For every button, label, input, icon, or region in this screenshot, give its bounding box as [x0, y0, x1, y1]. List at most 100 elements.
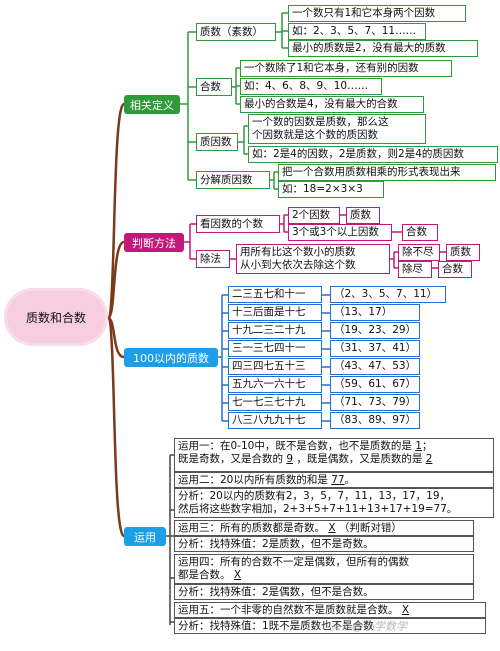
usage-one-question-3: ，既是偶数，又是质数的是 — [296, 453, 423, 465]
not-divisible-node: 除不尽 — [398, 244, 440, 261]
usage-five: 运用五：一个非零的自然数不是质数就是合数。 X — [174, 602, 486, 618]
factorize-example: 如：18=2×3×3 — [278, 181, 384, 198]
usage-four-question: 运用四：所有的合数不一定是偶数，但所有的偶数 — [178, 556, 409, 568]
prime-group: （31、37、41） — [330, 340, 420, 357]
count-factors-method: 看因数的个数 — [196, 215, 280, 233]
prime-definition-node: 质数（素数） — [196, 23, 276, 41]
prime-group: （83、89、97） — [330, 412, 420, 429]
usage-two-analysis-line: 分析：20以内的质数有2，3，5，7，11，13，17，19， — [178, 490, 451, 502]
divisible-node: 除尽 — [398, 261, 432, 278]
branch-judge-label: 判断方法 — [132, 236, 176, 250]
usage-five-answer: X — [401, 604, 410, 616]
composite-result-label: 合数 — [406, 226, 427, 238]
prime-rhyme: 二三五七和十一 — [228, 286, 322, 303]
prime-group: （19、23、29） — [330, 322, 420, 339]
prime-item: 一个数只有1和它本身两个因数 — [288, 5, 466, 22]
prime-result-node: 质数 — [346, 207, 380, 224]
branch-judge: 判断方法 — [124, 233, 184, 252]
usage-four-answer: X — [233, 569, 242, 581]
composite-result-node: 合数 — [402, 224, 438, 241]
factorize-item: 把一个合数用质数相乘的形式表现出来 — [278, 164, 496, 181]
prime-factor-label: 质因数 — [200, 136, 232, 148]
prime-item-text: 最小的质数是2，没有最大的质数 — [292, 42, 446, 54]
division-method: 除法 — [196, 250, 230, 268]
prime-group: （13、17） — [330, 304, 420, 321]
usage-two: 运用二：20以内所有质数的和是 77。 — [174, 472, 494, 488]
usage-three-answer: X — [328, 522, 336, 534]
not-divisible-label: 除不尽 — [402, 246, 434, 258]
prime-rhyme: 十九二三二十九 — [228, 322, 322, 339]
usage-three-analysis-text: 分析：找特殊值：2是质数，但不是奇数。 — [178, 538, 374, 550]
prime-rhyme: 四三四七五十三 — [228, 358, 322, 375]
prime-rhyme: 五九六一六十七 — [228, 376, 322, 393]
prime-rhyme: 八三八九九十七 — [228, 412, 322, 429]
watermark-text: 头条@小学数学 — [330, 620, 407, 633]
divisible-label: 除尽 — [402, 263, 423, 275]
prime-item: 最小的质数是2，没有最大的质数 — [288, 40, 478, 57]
usage-four-analysis-text: 分析：找特殊值：2是偶数，但不是合数。 — [178, 586, 374, 598]
composite-item-text: 一个数除了1和它本身，还有别的因数 — [244, 62, 419, 74]
factorize-node: 分解质因数 — [196, 171, 270, 189]
prime-factor-example: 如：2是4的因数，2是质数，则2是4的质因数 — [248, 146, 498, 163]
composite-item: 如：4、6、8、9、10…… — [240, 78, 382, 95]
prime-result-node-2: 质数 — [446, 244, 480, 261]
branch-usage-label: 运用 — [134, 530, 156, 544]
division-description-line: 从小到大依次去除这个数 — [240, 259, 356, 271]
prime-item-text: 一个数只有1和它本身两个因数 — [292, 7, 436, 19]
usage-three-analysis: 分析：找特殊值：2是质数，但不是奇数。 — [174, 536, 474, 552]
root-label: 质数和合数 — [25, 310, 86, 325]
prime-rhyme: 三一三七四十一 — [228, 340, 322, 357]
composite-definition-node: 合数 — [196, 78, 232, 96]
usage-five-analysis: 分析：找特殊值：1既不是质数也不是合数 — [174, 618, 486, 634]
prime-rhyme: 七一七三七十九 — [228, 394, 322, 411]
usage-four: 运用四：所有的合数不一定是偶数，但所有的偶数 都是合数。 X — [174, 554, 474, 584]
branch-definitions-label: 相关定义 — [130, 98, 174, 112]
prime-rhyme: 十三后面是十七 — [228, 304, 322, 321]
composite-result-node-2: 合数 — [438, 261, 472, 278]
usage-two-answer: 77 — [331, 474, 345, 486]
branch-primes100-label: 100以内的质数 — [133, 351, 209, 365]
composite-label: 合数 — [200, 81, 221, 93]
two-factors-node: 2个因数 — [288, 207, 340, 224]
usage-one-question-2: 既是奇数，又是合数的 — [178, 453, 283, 465]
usage-three-question: 运用三：所有的质数都是奇数。 — [178, 522, 325, 534]
branch-usage: 运用 — [124, 527, 166, 546]
usage-one-question: 运用一：在0-10中，既不是合数，也不是质数的是 — [178, 440, 412, 452]
branch-definitions: 相关定义 — [124, 95, 180, 114]
prime-item-text: 如：2、3、5、7、11…… — [292, 25, 417, 37]
prime-factor-node: 质因数 — [196, 133, 238, 151]
usage-five-question: 运用五：一个非零的自然数不是质数就是合数。 — [178, 604, 399, 616]
usage-three-note: （判断对错） — [338, 522, 402, 534]
usage-three: 运用三：所有的质数都是奇数。 X （判断对错） — [174, 520, 474, 536]
division-label: 除法 — [200, 253, 221, 265]
prime-group: （2、3、5、7、11） — [330, 286, 446, 303]
watermark: 头条@小学数学 — [330, 618, 460, 638]
usage-two-analysis: 分析：20以内的质数有2，3，5，7，11，13，17，19， 然后将这些数字相… — [174, 488, 494, 518]
prime-result-label: 质数 — [350, 209, 371, 221]
composite-item-text: 最小的合数是4，没有最大的合数 — [244, 98, 398, 110]
prime-factor-text-line: 个因数就是这个数的质因数 — [252, 129, 378, 141]
prime-factor-item: 一个数的因数是质数，那么这 个因数就是这个数的质因数 — [248, 114, 426, 144]
three-factors-node: 3个或3个以上因数 — [288, 224, 392, 241]
division-description-line: 用所有比这个数小的质数 — [240, 246, 356, 258]
usage-two-analysis-line: 然后将这些数字相加，2+3+5+7+11+13+17+19=77。 — [178, 503, 458, 515]
count-factors-label: 看因数的个数 — [200, 218, 263, 230]
usage-one-answer-3: 2 — [425, 453, 433, 465]
factorize-label: 分解质因数 — [200, 174, 253, 186]
composite-result-label-2: 合数 — [442, 263, 463, 275]
usage-two-question: 运用二：20以内所有质数的和是 — [178, 474, 328, 486]
composite-item-text: 如：4、6、8、9、10…… — [244, 80, 369, 92]
usage-one: 运用一：在0-10中，既不是合数，也不是质数的是 1； 既是奇数，又是合数的 9… — [174, 438, 494, 472]
root-node: 质数和合数 — [4, 288, 108, 346]
prime-group: （71、73、79） — [330, 394, 420, 411]
division-description: 用所有比这个数小的质数 从小到大依次去除这个数 — [236, 244, 390, 274]
composite-item: 最小的合数是4，没有最大的合数 — [240, 96, 424, 113]
usage-four-analysis: 分析：找特殊值：2是偶数，但不是合数。 — [174, 584, 474, 600]
prime-result-label-2: 质数 — [450, 246, 471, 258]
three-factors-label: 3个或3个以上因数 — [292, 226, 379, 238]
usage-one-answer-2: 9 — [286, 453, 294, 465]
prime-group: （59、61、67） — [330, 376, 420, 393]
prime-label: 质数（素数） — [200, 26, 263, 38]
usage-four-question-2: 都是合数。 — [178, 569, 231, 581]
prime-factor-example-text: 如：2是4的因数，2是质数，则2是4的质因数 — [252, 148, 464, 160]
